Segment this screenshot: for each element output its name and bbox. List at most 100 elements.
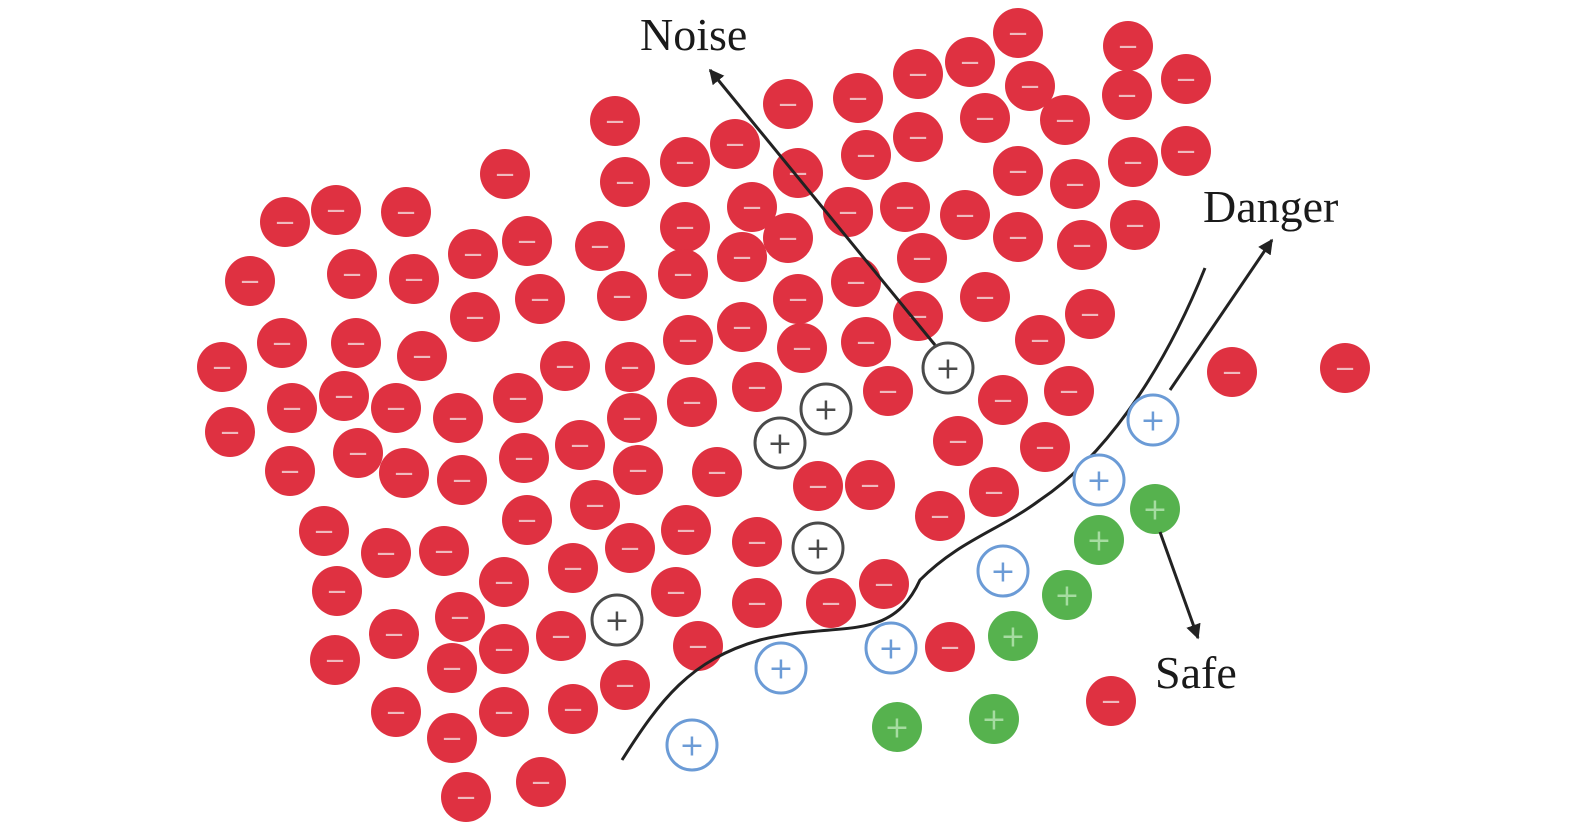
minus-sign: − xyxy=(777,224,799,254)
minus-sign: − xyxy=(665,578,687,608)
minus-sign: − xyxy=(611,282,633,312)
majority-sample xyxy=(863,366,913,416)
minus-sign: − xyxy=(911,244,933,274)
minus-sign: − xyxy=(325,196,347,226)
majority-sample xyxy=(960,272,1010,322)
majority-sample xyxy=(925,622,975,672)
minus-sign: − xyxy=(847,84,869,114)
safe-sample xyxy=(988,611,1038,661)
majority-sample xyxy=(1044,366,1094,416)
majority-sample xyxy=(1065,289,1115,339)
majority-sample xyxy=(673,621,723,671)
majority-sample xyxy=(667,377,717,427)
minus-sign: − xyxy=(619,534,641,564)
majority-sample xyxy=(661,505,711,555)
plus-sign: + xyxy=(990,555,1015,590)
majority-sample xyxy=(893,291,943,341)
majority-sample xyxy=(1050,159,1100,209)
minus-sign: − xyxy=(211,353,233,383)
majority-sample xyxy=(893,112,943,162)
minus-sign: − xyxy=(411,342,433,372)
minus-sign: − xyxy=(345,329,367,359)
majority-sample xyxy=(427,713,477,763)
minus-sign: − xyxy=(516,506,538,536)
minus-sign: − xyxy=(731,243,753,273)
majority-sample xyxy=(1320,343,1370,393)
minus-sign: − xyxy=(1058,377,1080,407)
minus-sign: − xyxy=(1221,358,1243,388)
minus-sign: − xyxy=(324,646,346,676)
plus-sign: + xyxy=(604,604,629,639)
majority-sample xyxy=(717,232,767,282)
noise-sample xyxy=(590,593,644,647)
majority-sample xyxy=(312,566,362,616)
minus-sign: − xyxy=(451,466,473,496)
majority-sample xyxy=(940,190,990,240)
majority-sample xyxy=(915,491,965,541)
majority-sample xyxy=(1015,315,1065,365)
plus-sign: + xyxy=(679,729,704,764)
majority-sample xyxy=(333,428,383,478)
minus-sign: − xyxy=(1007,19,1029,49)
majority-sample xyxy=(1040,95,1090,145)
noise-sample xyxy=(791,521,845,575)
minus-sign: − xyxy=(777,90,799,120)
minus-sign: − xyxy=(731,313,753,343)
minus-sign: − xyxy=(513,444,535,474)
majority-sample xyxy=(793,461,843,511)
minus-sign: − xyxy=(433,537,455,567)
minus-sign: − xyxy=(619,353,641,383)
minus-sign: − xyxy=(1124,211,1146,241)
majority-sample xyxy=(613,445,663,495)
majority-sample xyxy=(600,660,650,710)
minus-sign: − xyxy=(1079,300,1101,330)
majority-sample xyxy=(419,526,469,576)
minus-sign: − xyxy=(859,471,881,501)
majority-sample xyxy=(933,416,983,466)
majority-sample xyxy=(257,318,307,368)
minus-sign: − xyxy=(845,268,867,298)
majority-sample xyxy=(969,467,1019,517)
safe-arrow xyxy=(1158,531,1201,640)
minus-sign: − xyxy=(681,388,703,418)
minus-sign: − xyxy=(326,577,348,607)
safe-sample xyxy=(1130,484,1180,534)
majority-sample xyxy=(448,229,498,279)
minus-sign: − xyxy=(1071,231,1093,261)
minus-sign: − xyxy=(562,695,584,725)
minus-sign: − xyxy=(837,198,859,228)
minus-sign: − xyxy=(279,457,301,487)
minus-sign: − xyxy=(939,633,961,663)
minus-sign: − xyxy=(614,671,636,701)
plus-sign: + xyxy=(1054,579,1079,614)
majority-sample xyxy=(663,315,713,365)
minus-sign: − xyxy=(907,123,929,153)
majority-sample xyxy=(319,371,369,421)
minus-sign: − xyxy=(1175,65,1197,95)
majority-sample xyxy=(833,73,883,123)
majority-sample xyxy=(1086,676,1136,726)
plus-sign: + xyxy=(981,703,1006,738)
majority-sample xyxy=(806,578,856,628)
majority-sample xyxy=(516,757,566,807)
majority-sample xyxy=(493,373,543,423)
noise-sample xyxy=(799,382,853,436)
plus-sign: + xyxy=(767,427,792,462)
minus-sign: − xyxy=(1054,106,1076,136)
majority-sample xyxy=(1020,422,1070,472)
minus-sign: − xyxy=(992,386,1014,416)
majority-sample xyxy=(607,393,657,443)
majority-sample xyxy=(763,213,813,263)
majority-sample xyxy=(381,187,431,237)
minus-sign: − xyxy=(674,213,696,243)
majority-sample xyxy=(480,149,530,199)
minus-sign: − xyxy=(807,472,829,502)
majority-sample xyxy=(945,37,995,87)
majority-sample xyxy=(555,420,605,470)
majority-sample xyxy=(327,249,377,299)
majority-sample xyxy=(732,362,782,412)
minus-sign: − xyxy=(554,352,576,382)
minus-sign: − xyxy=(674,148,696,178)
minus-sign: − xyxy=(1175,137,1197,167)
